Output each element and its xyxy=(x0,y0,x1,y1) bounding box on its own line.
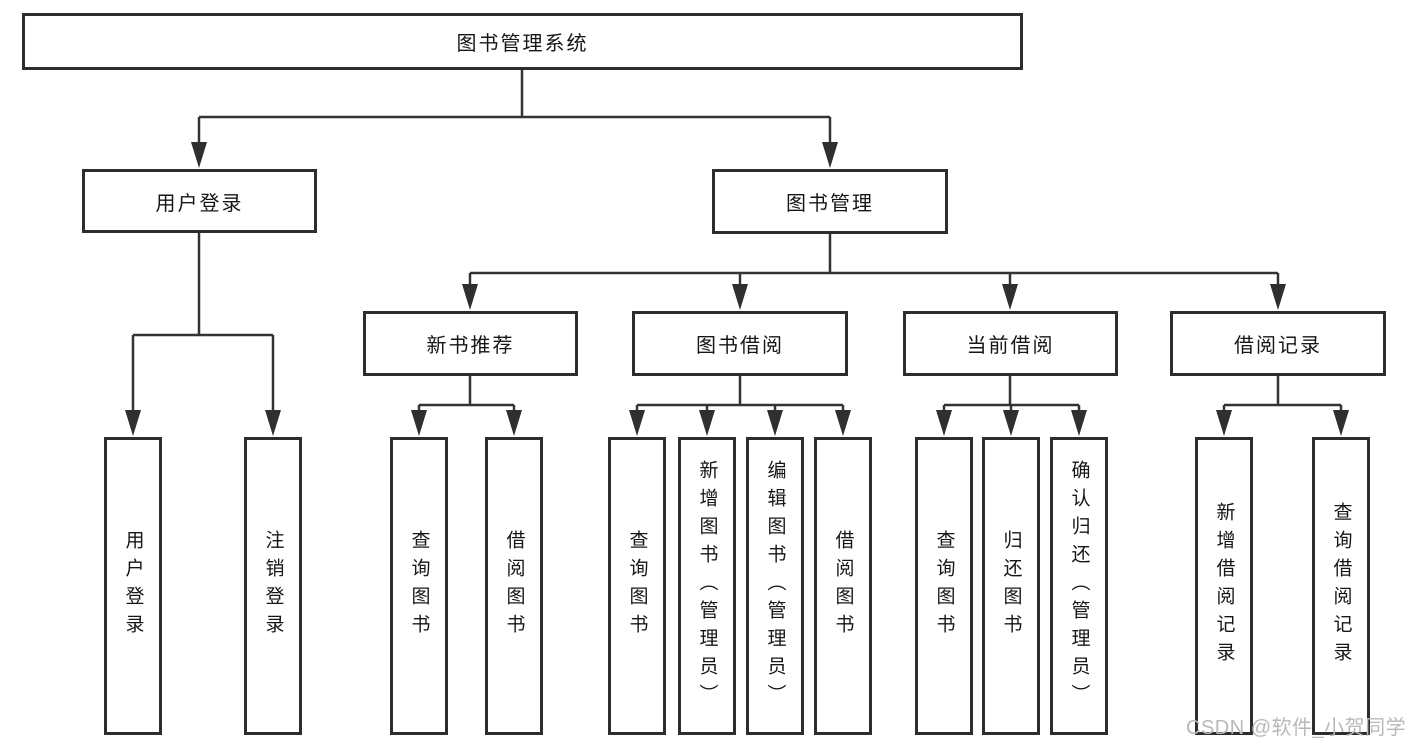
node-label: 借阅图书 xyxy=(832,530,854,642)
leaf-borrow-books: 借阅图书 xyxy=(485,437,543,735)
leaf-return-books: 归还图书 xyxy=(982,437,1040,735)
node-user-login: 用户登录 xyxy=(82,169,317,233)
leaf-borrow-books: 借阅图书 xyxy=(814,437,872,735)
node-book-borrowing: 图书借阅 xyxy=(632,311,848,376)
node-borrowing-records: 借阅记录 xyxy=(1170,311,1386,376)
node-label: 查询借阅记录 xyxy=(1330,502,1352,670)
node-new-book-recommendation: 新书推荐 xyxy=(363,311,578,376)
node-label: 归还图书 xyxy=(1000,530,1022,642)
node-label: 编辑图书（管理员） xyxy=(764,460,786,712)
leaf-edit-books-admin: 编辑图书（管理员） xyxy=(746,437,804,735)
leaf-query-borrow-record: 查询借阅记录 xyxy=(1312,437,1370,735)
node-library-management-system: 图书管理系统 xyxy=(22,13,1023,70)
node-current-borrowing: 当前借阅 xyxy=(903,311,1118,376)
node-label: 新书推荐 xyxy=(426,335,515,357)
node-label: 查询图书 xyxy=(626,530,648,642)
leaf-add-borrow-record: 新增借阅记录 xyxy=(1195,437,1253,735)
node-label: 注销登录 xyxy=(262,530,284,642)
node-label: 图书管理 xyxy=(786,193,874,215)
leaf-confirm-return-admin: 确认归还（管理员） xyxy=(1050,437,1108,735)
leaf-add-books-admin: 新增图书（管理员） xyxy=(678,437,736,735)
node-label: 借阅图书 xyxy=(503,530,525,642)
node-label: 确认归还（管理员） xyxy=(1068,460,1090,712)
node-label: 当前借阅 xyxy=(966,335,1055,357)
node-label: 查询图书 xyxy=(933,530,955,642)
watermark: CSDN @软件_小贺同学 xyxy=(1186,717,1405,739)
node-label: 新增借阅记录 xyxy=(1213,502,1235,670)
node-label: 用户登录 xyxy=(122,530,144,642)
node-label: 图书管理系统 xyxy=(456,33,589,55)
node-label: 图书借阅 xyxy=(696,335,784,357)
leaf-query-books: 查询图书 xyxy=(390,437,448,735)
node-label: 用户登录 xyxy=(155,192,244,215)
arrowhead-icons xyxy=(125,142,1349,436)
leaf-query-books: 查询图书 xyxy=(915,437,973,735)
node-book-management: 图书管理 xyxy=(712,169,948,234)
leaf-logout: 注销登录 xyxy=(244,437,302,735)
node-label: 新增图书（管理员） xyxy=(696,460,718,712)
node-label: 借阅记录 xyxy=(1234,335,1322,357)
node-label: 查询图书 xyxy=(408,530,430,642)
leaf-user-login: 用户登录 xyxy=(104,437,162,735)
leaf-query-books: 查询图书 xyxy=(608,437,666,735)
